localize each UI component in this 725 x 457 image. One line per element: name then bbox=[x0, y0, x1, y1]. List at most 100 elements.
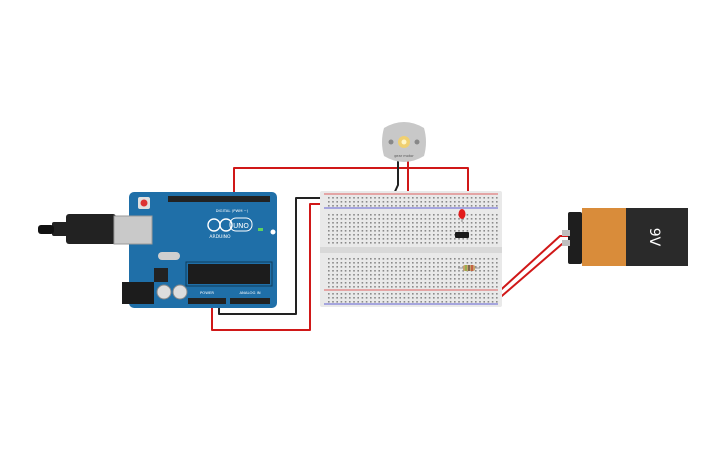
breadboard-hole[interactable] bbox=[462, 301, 464, 303]
breadboard-hole[interactable] bbox=[466, 293, 469, 295]
breadboard-hole[interactable] bbox=[445, 222, 448, 224]
breadboard-hole[interactable] bbox=[399, 293, 401, 295]
breadboard-hole[interactable] bbox=[340, 262, 343, 264]
wire-battery-black[interactable] bbox=[495, 243, 569, 302]
breadboard-hole[interactable] bbox=[479, 270, 481, 272]
breadboard-hole[interactable] bbox=[391, 293, 393, 295]
breadboard-hole[interactable] bbox=[399, 201, 401, 203]
breadboard-hole[interactable] bbox=[420, 282, 422, 284]
breadboard-hole[interactable] bbox=[344, 238, 347, 240]
breadboard-hole[interactable] bbox=[466, 242, 469, 244]
breadboard-hole[interactable] bbox=[416, 201, 418, 203]
breadboard-hole[interactable] bbox=[386, 293, 389, 295]
breadboard-hole[interactable] bbox=[353, 262, 355, 264]
breadboard-hole[interactable] bbox=[399, 242, 401, 244]
breadboard-hole[interactable] bbox=[382, 218, 385, 220]
breadboard-hole[interactable] bbox=[332, 197, 334, 199]
breadboard-hole[interactable] bbox=[424, 262, 427, 264]
breadboard-hole[interactable] bbox=[412, 270, 414, 272]
breadboard-hole[interactable] bbox=[458, 293, 460, 295]
breadboard-hole[interactable] bbox=[483, 226, 485, 228]
breadboard-hole[interactable] bbox=[412, 286, 414, 288]
breadboard-hole[interactable] bbox=[399, 258, 401, 260]
breadboard-hole[interactable] bbox=[336, 293, 338, 295]
breadboard-hole[interactable] bbox=[361, 222, 364, 224]
breadboard-hole[interactable] bbox=[462, 274, 464, 276]
breadboard-hole[interactable] bbox=[462, 262, 464, 264]
breadboard-hole[interactable] bbox=[412, 234, 414, 236]
breadboard-hole[interactable] bbox=[424, 230, 427, 232]
breadboard-hole[interactable] bbox=[357, 262, 359, 264]
breadboard-hole[interactable] bbox=[332, 238, 334, 240]
breadboard-hole[interactable] bbox=[382, 222, 385, 224]
breadboard-hole[interactable] bbox=[475, 226, 477, 228]
breadboard-hole[interactable] bbox=[416, 242, 418, 244]
breadboard-hole[interactable] bbox=[382, 282, 385, 284]
breadboard-hole[interactable] bbox=[382, 286, 385, 288]
breadboard-hole[interactable] bbox=[462, 258, 464, 260]
breadboard-hole[interactable] bbox=[475, 218, 477, 220]
breadboard-hole[interactable] bbox=[449, 266, 452, 268]
breadboard-hole[interactable] bbox=[403, 238, 406, 240]
breadboard-hole[interactable] bbox=[378, 197, 380, 199]
breadboard-hole[interactable] bbox=[479, 222, 481, 224]
breadboard-hole[interactable] bbox=[382, 205, 385, 207]
breadboard-hole[interactable] bbox=[416, 226, 418, 228]
breadboard-hole[interactable] bbox=[386, 218, 389, 220]
breadboard-hole[interactable] bbox=[483, 201, 485, 203]
breadboard-hole[interactable] bbox=[420, 262, 422, 264]
breadboard-hole[interactable] bbox=[487, 270, 490, 272]
breadboard-hole[interactable] bbox=[386, 226, 389, 228]
breadboard-hole[interactable] bbox=[340, 238, 343, 240]
breadboard-hole[interactable] bbox=[353, 242, 355, 244]
breadboard-hole[interactable] bbox=[470, 197, 473, 199]
breadboard-hole[interactable] bbox=[433, 197, 435, 199]
breadboard-hole[interactable] bbox=[353, 218, 355, 220]
breadboard-hole[interactable] bbox=[428, 201, 431, 203]
breadboard-hole[interactable] bbox=[336, 242, 338, 244]
breadboard-hole[interactable] bbox=[407, 278, 410, 280]
breadboard-hole[interactable] bbox=[403, 270, 406, 272]
breadboard-hole[interactable] bbox=[462, 282, 464, 284]
breadboard-hole[interactable] bbox=[403, 286, 406, 288]
breadboard-hole[interactable] bbox=[437, 238, 439, 240]
breadboard-hole[interactable] bbox=[399, 301, 401, 303]
breadboard-hole[interactable] bbox=[424, 282, 427, 284]
breadboard-hole[interactable] bbox=[420, 218, 422, 220]
breadboard-hole[interactable] bbox=[365, 222, 368, 224]
breadboard-hole[interactable] bbox=[386, 301, 389, 303]
breadboard-hole[interactable] bbox=[391, 258, 393, 260]
breadboard-hole[interactable] bbox=[365, 258, 368, 260]
breadboard-hole[interactable] bbox=[416, 218, 418, 220]
wire-battery-red[interactable] bbox=[493, 235, 569, 297]
breadboard-hole[interactable] bbox=[357, 197, 359, 199]
breadboard-hole[interactable] bbox=[454, 258, 456, 260]
breadboard-hole[interactable] bbox=[378, 242, 380, 244]
breadboard-hole[interactable] bbox=[340, 286, 343, 288]
breadboard-hole[interactable] bbox=[328, 197, 330, 199]
breadboard-hole[interactable] bbox=[487, 274, 490, 276]
breadboard-hole[interactable] bbox=[378, 222, 380, 224]
breadboard-hole[interactable] bbox=[454, 222, 456, 224]
breadboard-hole[interactable] bbox=[349, 242, 351, 244]
breadboard-hole[interactable] bbox=[386, 242, 389, 244]
breadboard-hole[interactable] bbox=[382, 197, 385, 199]
breadboard-hole[interactable] bbox=[420, 270, 422, 272]
breadboard-hole[interactable] bbox=[361, 205, 364, 207]
breadboard-hole[interactable] bbox=[395, 278, 397, 280]
breadboard-hole[interactable] bbox=[399, 278, 401, 280]
breadboard-hole[interactable] bbox=[349, 286, 351, 288]
breadboard-hole[interactable] bbox=[479, 293, 481, 295]
breadboard-hole[interactable] bbox=[374, 226, 376, 228]
breadboard-hole[interactable] bbox=[332, 278, 334, 280]
breadboard-hole[interactable] bbox=[483, 293, 485, 295]
breadboard-hole[interactable] bbox=[395, 238, 397, 240]
breadboard-hole[interactable] bbox=[424, 234, 427, 236]
breadboard-hole[interactable] bbox=[437, 274, 439, 276]
breadboard-hole[interactable] bbox=[445, 201, 448, 203]
breadboard-hole[interactable] bbox=[332, 222, 334, 224]
breadboard-hole[interactable] bbox=[395, 258, 397, 260]
breadboard-hole[interactable] bbox=[344, 270, 347, 272]
breadboard-hole[interactable] bbox=[412, 293, 414, 295]
breadboard-hole[interactable] bbox=[483, 230, 485, 232]
